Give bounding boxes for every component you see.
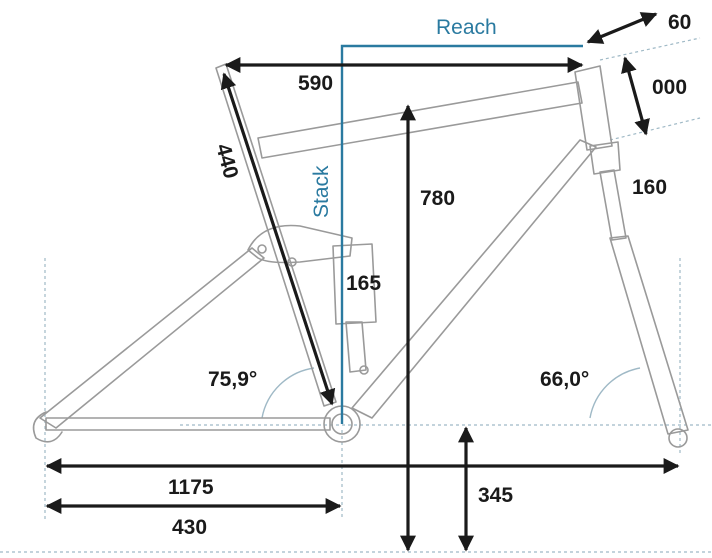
head-tube-label: 160: [632, 176, 667, 199]
seat-stay: [39, 247, 265, 429]
pivot-upper: [257, 244, 267, 254]
front-axle: [668, 428, 688, 448]
stack-reach-line: [340, 44, 583, 424]
fork-stanchion: [599, 169, 627, 241]
shock-shaft: [345, 321, 367, 373]
head-tube: [574, 65, 613, 151]
stack-label: Stack: [310, 165, 333, 218]
top-tube-label: 590: [298, 72, 333, 95]
offset-60-arrow: [586, 12, 658, 44]
seat-angle-arc: [261, 367, 315, 419]
head-top-guide: [599, 37, 701, 61]
head-offset-guide: [609, 117, 701, 141]
head-angle-arc: [589, 367, 641, 419]
fork-lower: [609, 235, 689, 435]
seat-angle-label: 75,9°: [208, 368, 257, 391]
seat-tube-label: 440: [211, 141, 242, 181]
pivot-shock: [359, 365, 369, 375]
stack-height-label: 780: [420, 187, 455, 210]
down-tube: [351, 139, 597, 419]
head-angle-label: 66,0°: [540, 368, 589, 391]
chain-stay: [45, 417, 331, 431]
dropout: [32, 411, 63, 443]
dimension-arrows: [45, 12, 680, 552]
offset-000-arrow: [621, 56, 650, 136]
bb-drop-label: 345: [478, 484, 513, 507]
offset-000-label: 000: [652, 76, 687, 99]
offset-60-label: 60: [668, 11, 691, 34]
fork-crown: [589, 141, 621, 175]
wheelbase-label: 1175: [168, 476, 214, 499]
seat-tube-arrow: [220, 72, 336, 406]
guide-lines: [0, 37, 712, 553]
chainstay-label: 430: [172, 516, 207, 539]
shock-label: 165: [346, 272, 381, 295]
bike-frame: [32, 63, 689, 448]
reach-label: Reach: [436, 16, 497, 39]
